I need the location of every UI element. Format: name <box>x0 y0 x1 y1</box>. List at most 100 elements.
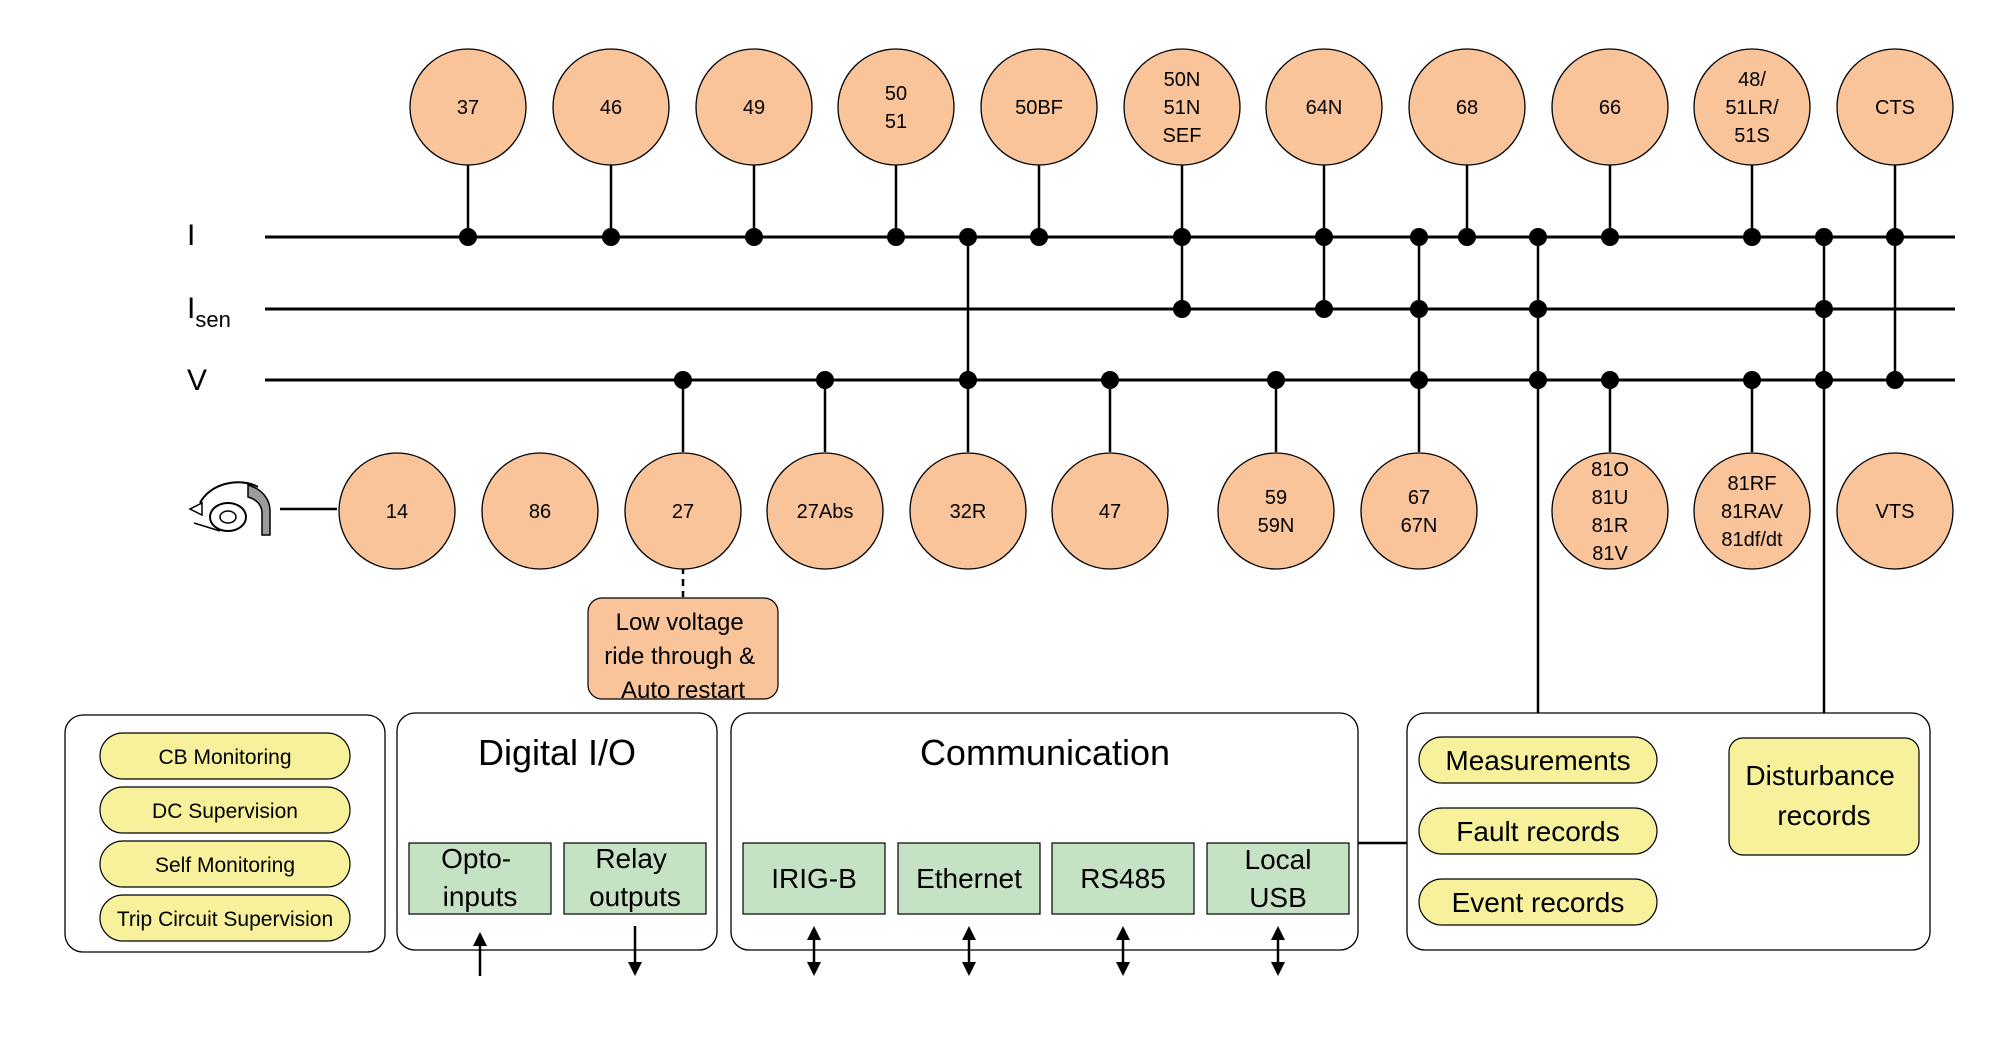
opto-input-arrow <box>473 932 487 976</box>
function-code-label: 86 <box>529 501 551 523</box>
function-code-label: 50BF <box>1015 97 1063 119</box>
comm-port-irig-b: IRIG-B <box>742 842 886 976</box>
function-code-label: 37 <box>457 97 479 119</box>
lvrt-box: Low voltage ride through & Auto restart <box>587 597 779 704</box>
function-circle-49: 49 <box>695 48 813 166</box>
opto-inputs-box <box>408 842 552 915</box>
svg-text:Disturbance records: Disturbance records <box>1745 760 1902 831</box>
function-circle-27: 27 <box>624 452 742 570</box>
communication-title: Communication <box>920 732 1170 773</box>
function-code-label: VTS <box>1876 501 1915 523</box>
function-code-label: 49 <box>743 97 765 119</box>
function-code-label: 59N <box>1258 515 1295 537</box>
junction-dots <box>459 228 1904 389</box>
function-code-label: 66 <box>1599 97 1621 119</box>
function-circle-27abs: 27Abs <box>766 452 884 570</box>
digital-io-title: Digital I/O <box>478 732 636 773</box>
function-code-label: 81RF <box>1728 473 1777 495</box>
connection-wires <box>280 153 1897 886</box>
comm-port-label: Local <box>1245 844 1312 875</box>
comm-port-label: Ethernet <box>916 863 1022 894</box>
function-code-label: 81V <box>1592 543 1628 565</box>
bidirectional-arrow-icon <box>807 926 821 976</box>
function-code-label: 68 <box>1456 97 1478 119</box>
bidirectional-arrow-icon <box>962 926 976 976</box>
function-code-label: 47 <box>1099 501 1121 523</box>
monitoring-item-label: CB Monitoring <box>158 746 291 769</box>
bus-label-i: I <box>187 219 195 252</box>
function-code-label: 14 <box>386 501 408 523</box>
svg-text:Low voltage ride through: Low voltage ride through & Auto restart <box>604 609 761 704</box>
monitoring-item-self-monitoring: Self Monitoring <box>99 840 351 888</box>
function-code-label: 46 <box>600 97 622 119</box>
bidirectional-arrow-icon <box>1116 926 1130 976</box>
function-circle-32r: 32R <box>909 452 1027 570</box>
function-code-label: 81RAV <box>1721 501 1784 523</box>
function-code-label: 32R <box>950 501 987 523</box>
motor-icon <box>188 481 271 536</box>
communication-panel: Communication IRIG-B Ethernet RS485 LocalUS… <box>730 712 1359 976</box>
function-circle-vts: VTS <box>1836 452 1954 570</box>
function-code-label: 50 <box>885 83 907 105</box>
digital-io-panel: Digital I/O Opto- inputs Relay outputs <box>396 712 718 976</box>
function-code-label: 81U <box>1592 487 1629 509</box>
function-code-label: 67 <box>1408 487 1430 509</box>
function-code-label: 27 <box>672 501 694 523</box>
monitoring-item-cb-monitoring: CB Monitoring <box>99 732 351 780</box>
function-circle-46: 46 <box>552 48 670 166</box>
monitoring-item-label: Trip Circuit Supervision <box>117 908 333 931</box>
monitoring-item-trip-circuit-supervision: Trip Circuit Supervision <box>99 894 351 942</box>
function-code-label: 59 <box>1265 487 1287 509</box>
function-code-label: 81O <box>1591 459 1629 481</box>
svg-text:Opto- inputs: Opto- inputs <box>441 843 519 912</box>
bus-label-v: V <box>187 364 207 397</box>
function-circle-50bf: 50BF <box>980 48 1098 166</box>
monitoring-item-label: Self Monitoring <box>155 854 295 877</box>
svg-text:Relay outputs: Relay outputs <box>589 843 681 912</box>
function-circle-66: 66 <box>1551 48 1669 166</box>
function-circle-68: 68 <box>1408 48 1526 166</box>
record-item-label: Measurements <box>1445 745 1630 776</box>
comm-port-label: IRIG-B <box>771 863 857 894</box>
bus-label-isen: Isen <box>187 292 231 332</box>
record-item-event-records: Event records <box>1418 878 1658 926</box>
function-circle-14: 14 <box>338 452 456 570</box>
function-code-label: 50N <box>1164 69 1201 91</box>
function-code-label: 51S <box>1734 125 1770 147</box>
function-code-label: 51N <box>1164 97 1201 119</box>
function-code-label: 64N <box>1306 97 1343 119</box>
monitoring-item-label: DC Supervision <box>152 800 298 823</box>
bidirectional-arrow-icon <box>1271 926 1285 976</box>
relay-outputs-box <box>563 842 707 915</box>
record-item-measurements: Measurements <box>1418 736 1658 784</box>
record-item-label: Event records <box>1452 887 1625 918</box>
comm-port-label: RS485 <box>1080 863 1166 894</box>
function-code-label: 51LR/ <box>1725 97 1779 119</box>
record-item-label: Fault records <box>1456 816 1619 847</box>
function-code-label: 48/ <box>1738 69 1766 91</box>
function-circle-cts: CTS <box>1836 48 1954 166</box>
function-circle-81rf-81rav-81df-dt: 81RF 81RAV 81df/dt <box>1693 452 1811 570</box>
function-code-label: 67N <box>1401 515 1438 537</box>
function-circle-64n: 64N <box>1265 48 1383 166</box>
function-circle-81o-81u-81r-81v: 81O 81U 81R 81V <box>1551 452 1669 570</box>
function-circle-86: 86 <box>481 452 599 570</box>
function-code-label: 81df/dt <box>1721 529 1783 551</box>
comm-port-ethernet: Ethernet <box>897 842 1041 976</box>
function-circle-48-51lr-51s: 48/51LR/51S <box>1693 48 1811 166</box>
relay-output-arrow <box>628 926 642 976</box>
comm-port-rs485: RS485 <box>1051 842 1195 976</box>
function-code-label: SEF <box>1163 125 1202 147</box>
function-code-label: 27Abs <box>797 501 854 523</box>
function-code-label: 81R <box>1592 515 1629 537</box>
function-code-label: CTS <box>1875 97 1915 119</box>
function-code-label: 51 <box>885 111 907 133</box>
